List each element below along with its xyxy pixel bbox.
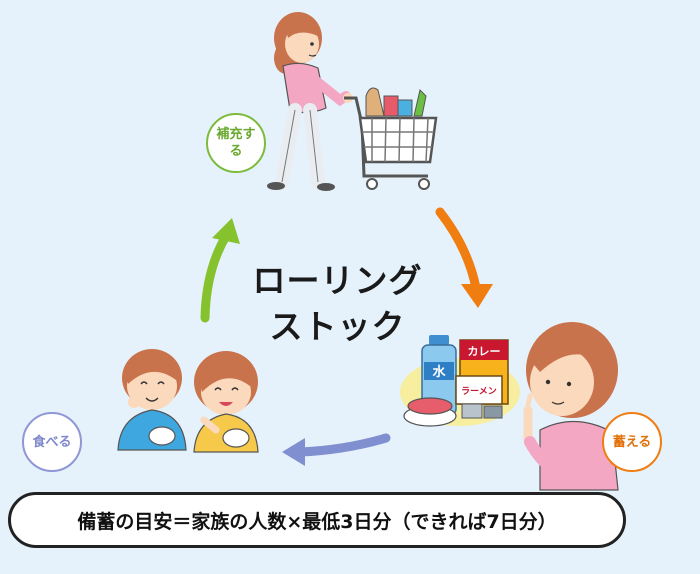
title-line-2: ストック [269, 307, 406, 346]
diagram-title: ローリング ストック [250, 258, 425, 350]
shopping-cart-icon [344, 87, 438, 190]
stockpile-guideline-text: 備蓄の目安＝家族の人数×最低3日分（できれば7日分） [77, 510, 557, 533]
step-badge-store: 蓄える [602, 412, 662, 472]
arrow-to-replenish [200, 218, 240, 323]
shopping-woman-illustration [267, 12, 353, 191]
arrow-to-eat [282, 433, 391, 466]
kids-eating-illustration [117, 349, 259, 453]
curry-label: カレー [468, 345, 501, 358]
ramen-label: ラーメン [461, 386, 497, 397]
step-badge-eat: 食べる [22, 412, 82, 472]
arrow-to-store [435, 207, 493, 308]
step-label-eat: 食べる [32, 434, 72, 450]
title-line-1: ローリング [252, 261, 423, 300]
stockpile-guideline-box: 備蓄の目安＝家族の人数×最低3日分（できれば7日分） [8, 492, 626, 548]
woman-thinking-illustration [523, 322, 619, 491]
food-stock-illustration: 水 カレー ラーメン [400, 335, 520, 427]
step-label-replenish: 補充する [216, 127, 256, 159]
water-label: 水 [432, 364, 446, 380]
step-badge-replenish: 補充する [206, 113, 266, 173]
step-label-store: 蓄える [612, 434, 652, 450]
